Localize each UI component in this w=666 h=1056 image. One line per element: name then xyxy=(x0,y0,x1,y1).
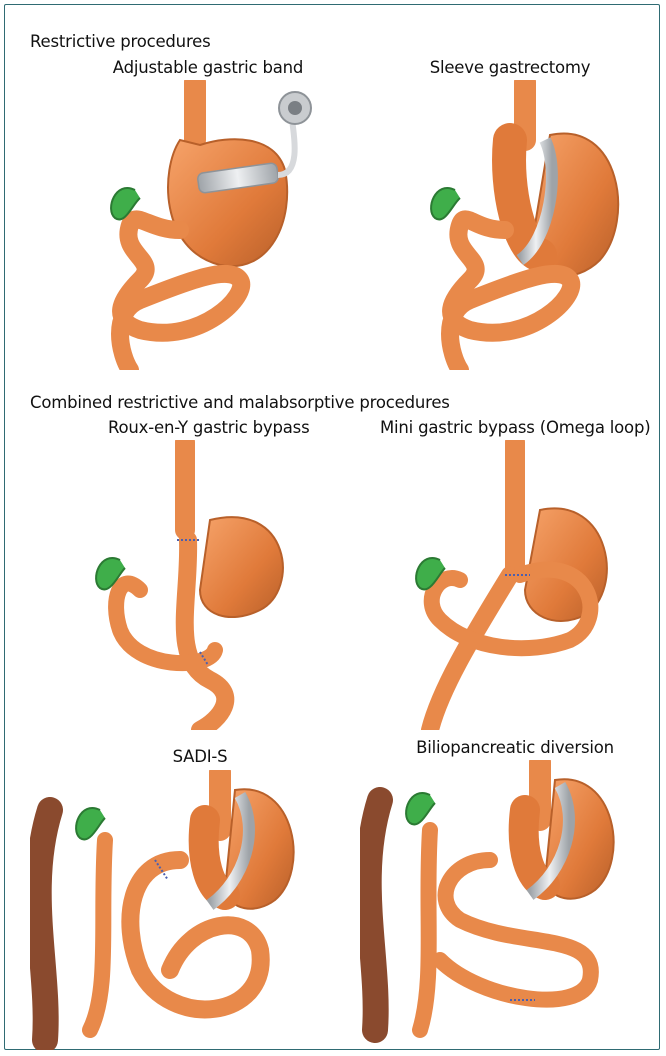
label-mini-gastric-bypass: Mini gastric bypass (Omega loop) xyxy=(380,418,650,437)
illustration-sadi-s xyxy=(30,770,330,1050)
bypassed-stomach xyxy=(200,517,283,617)
section-title-combined: Combined restrictive and malabsorptive p… xyxy=(30,393,450,412)
illustration-mini-gastric-bypass xyxy=(410,440,650,730)
section-title-restrictive: Restrictive procedures xyxy=(30,32,211,51)
biliary-limb xyxy=(420,830,430,1030)
label-biliopancreatic-diversion: Biliopancreatic diversion xyxy=(395,738,635,757)
stomach xyxy=(168,139,287,266)
label-sadi-s: SADI-S xyxy=(130,747,270,766)
colon xyxy=(39,810,50,1040)
illustration-adjustable-gastric-band xyxy=(80,80,340,370)
label-adjustable-gastric-band: Adjustable gastric band xyxy=(108,58,308,77)
label-roux-en-y: Roux-en-Y gastric bypass xyxy=(108,418,308,437)
illustration-roux-en-y xyxy=(80,440,340,730)
biliary-limb xyxy=(90,840,105,1030)
illustration-sleeve-gastrectomy xyxy=(410,80,650,370)
label-sleeve-gastrectomy: Sleeve gastrectomy xyxy=(410,58,610,77)
gallbladder xyxy=(406,793,435,824)
colon xyxy=(369,800,380,1030)
illustration-biliopancreatic-diversion xyxy=(360,760,650,1045)
